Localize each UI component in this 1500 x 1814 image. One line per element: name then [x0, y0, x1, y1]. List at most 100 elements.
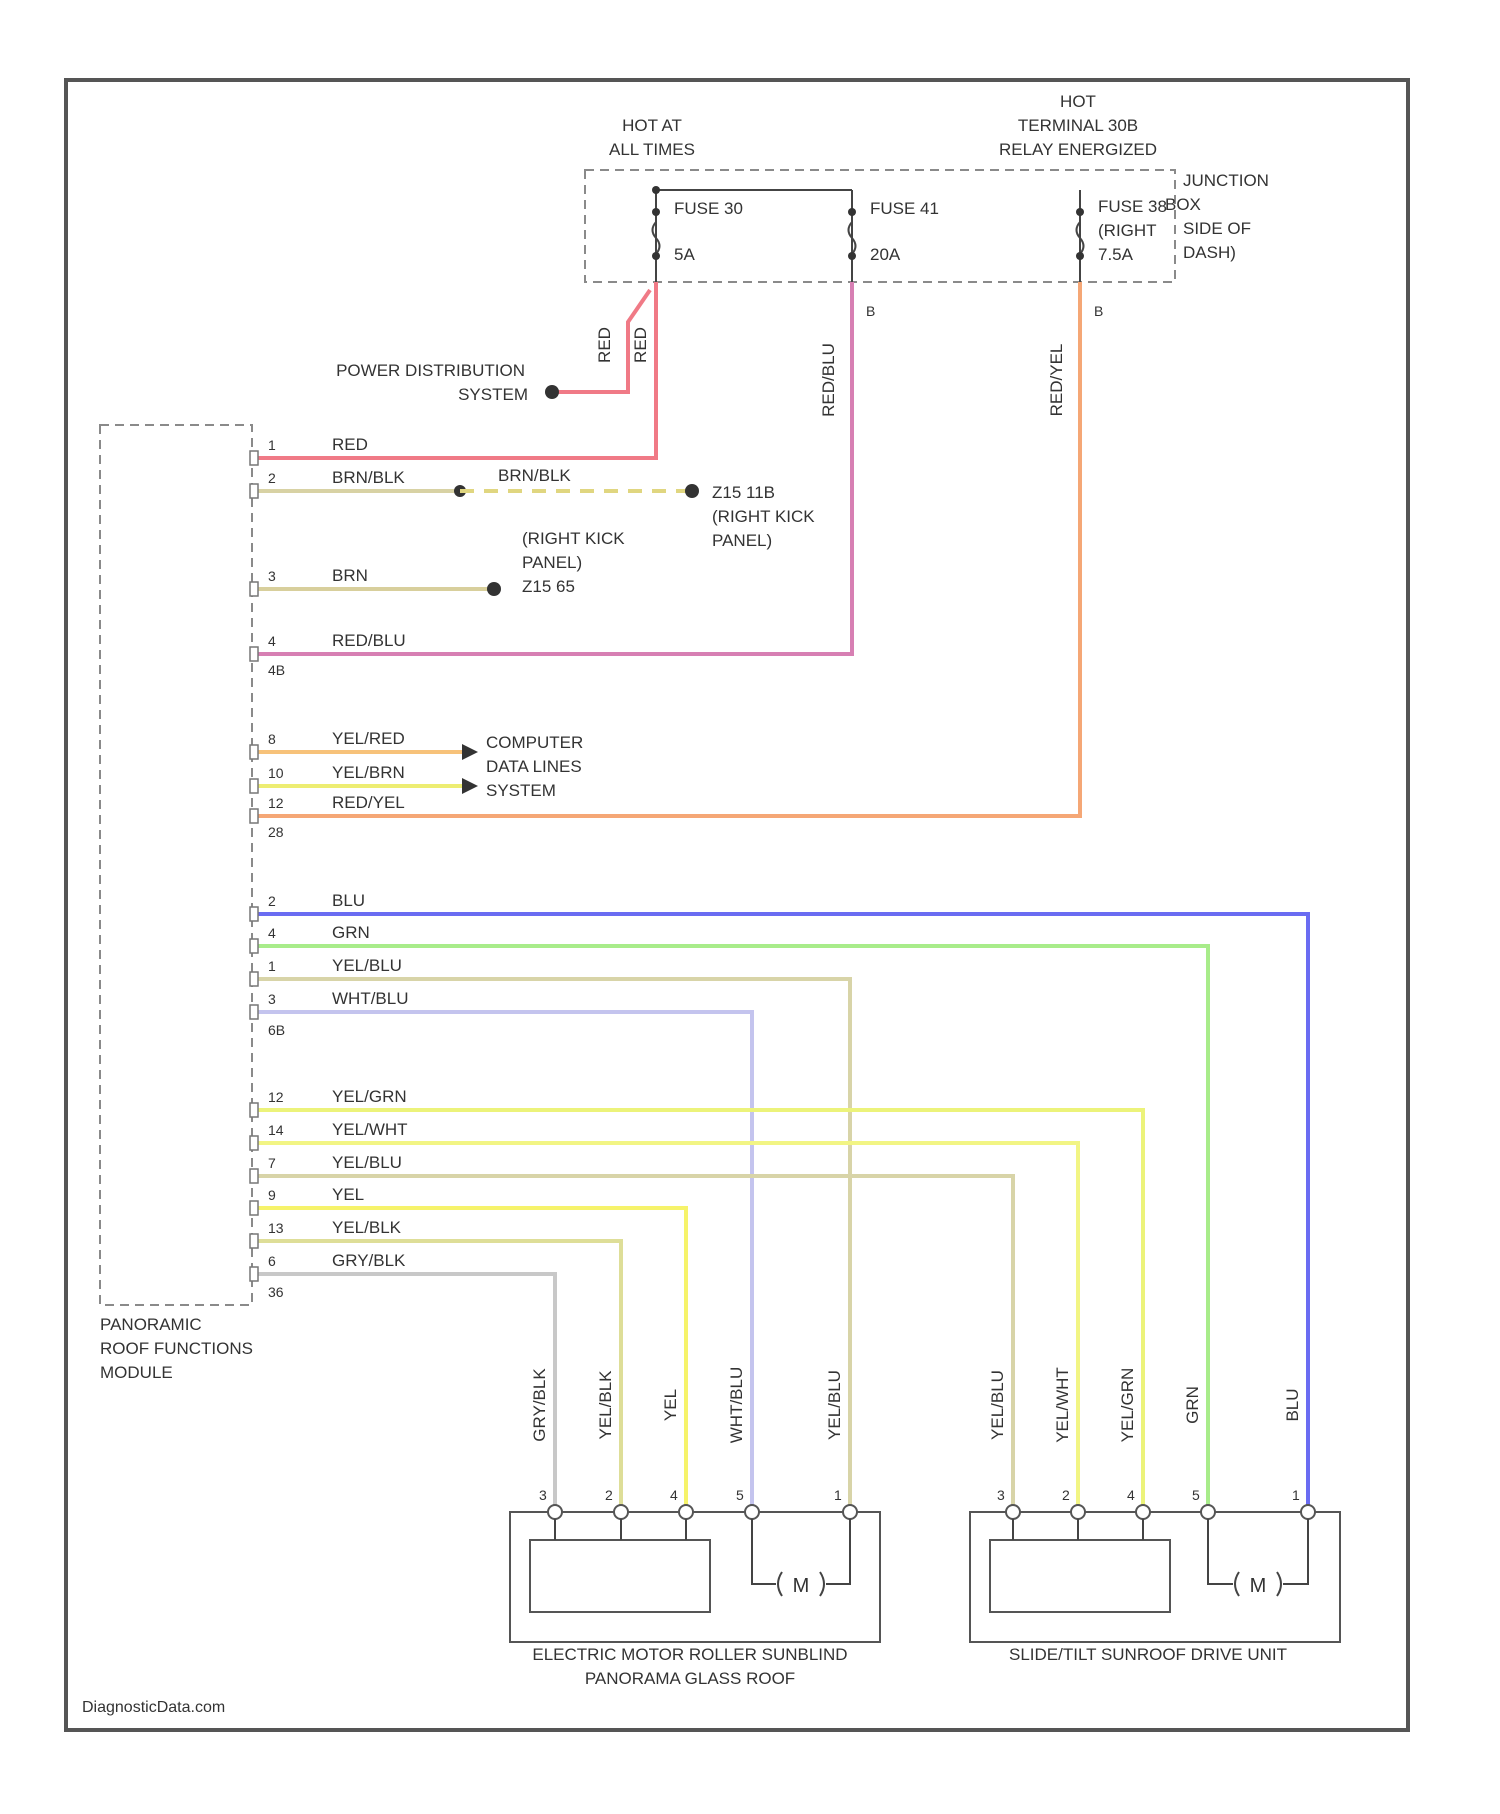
riser-label-red-a: RED [595, 327, 614, 363]
module-pin-terminal [250, 907, 258, 921]
module-pin-terminal [250, 1169, 258, 1183]
module-pin-number: 1 [268, 958, 276, 974]
module-pin-number: 9 [268, 1187, 276, 1203]
fuse-41-connector-id: B [866, 303, 875, 319]
ground-1-line-2: (RIGHT KICK [712, 507, 815, 526]
motor-pin-terminal [1006, 1505, 1020, 1519]
motor-pin-number: 4 [670, 1487, 678, 1503]
power-distribution-connector-icon [545, 385, 559, 399]
fuse-38: FUSE 38 (RIGHT 7.5A [1076, 190, 1167, 282]
motor-wire-label: YEL/BLU [988, 1370, 1007, 1440]
ground-1-label: Z15 11B (RIGHT KICK PANEL) [712, 483, 815, 550]
hot-terminal-line-3: RELAY ENERGIZED [999, 140, 1157, 159]
motor-pin-terminal [1201, 1505, 1215, 1519]
hot-label-line-1: HOT AT [622, 116, 682, 135]
module-pin-wire-color: WHT/BLU [332, 989, 409, 1008]
arrow-yel-red-icon [462, 744, 478, 760]
module-pin-terminal [250, 582, 258, 596]
connector-id-6b: 6B [268, 1022, 285, 1038]
motor-2-pins: YEL/BLU3YEL/WHT2YEL/GRN4GRN5BLU1 [988, 1367, 1315, 1540]
module-pin-wire-color: RED [332, 435, 368, 454]
module-pin-number: 3 [268, 568, 276, 584]
module-pin-wire-color: YEL/BLU [332, 1153, 402, 1172]
wire-brn-blk-continued-label: BRN/BLK [498, 466, 571, 485]
motor-2-m-icon: M [1250, 1575, 1267, 1597]
module-pin-wire-color: YEL [332, 1185, 364, 1204]
motor-pin-terminal [1136, 1505, 1150, 1519]
ground-2-line-3: Z15 65 [522, 577, 575, 596]
fuse-30-name: FUSE 30 [674, 199, 743, 218]
module-pin-number: 13 [268, 1220, 284, 1236]
motor-pin-number: 2 [605, 1487, 613, 1503]
motor-1-line-1: ELECTRIC MOTOR ROLLER SUNBLIND [532, 1645, 847, 1664]
roof-module-outline [100, 425, 252, 1305]
ground-z15-65-icon [487, 582, 501, 596]
module-pin-wire-color: BLU [332, 891, 365, 910]
motor-1-label: ELECTRIC MOTOR ROLLER SUNBLIND PANORAMA … [532, 1645, 847, 1688]
hot-terminal-label: HOT TERMINAL 30B RELAY ENERGIZED [999, 92, 1157, 159]
ground-2-line-2: PANEL) [522, 553, 582, 572]
motor-pin-terminal [679, 1505, 693, 1519]
motor-wire-label: YEL/BLK [596, 1370, 615, 1440]
riser-label-red-blu: RED/BLU [819, 343, 838, 417]
motor-1-line-2: PANORAMA GLASS ROOF [585, 1669, 795, 1688]
module-name-line-2: ROOF FUNCTIONS [100, 1339, 253, 1358]
module-pin-wire-color: YEL/BRN [332, 763, 405, 782]
motor-pin-number: 3 [997, 1487, 1005, 1503]
motor-pin-terminal [745, 1505, 759, 1519]
module-name-line-1: PANORAMIC [100, 1315, 202, 1334]
wire-yel-wht [258, 1143, 1078, 1510]
module-pin-terminal [250, 451, 258, 465]
wire-yel-blk [258, 1241, 621, 1510]
ground-1-line-3: PANEL) [712, 531, 772, 550]
fuse-41-rating: 20A [870, 245, 901, 264]
motor-wire-label: GRN [1183, 1386, 1202, 1424]
motor-wire-label: BLU [1283, 1388, 1302, 1421]
fuse-38-rating: 7.5A [1098, 245, 1134, 264]
power-distribution-label: POWER DISTRIBUTION SYSTEM [336, 361, 528, 404]
module-pin-wire-color: YEL/BLK [332, 1218, 402, 1237]
wire-gry-blk [258, 1274, 555, 1510]
arrow-yel-brn-icon [462, 778, 478, 794]
fuse-41-name: FUSE 41 [870, 199, 939, 218]
ground-z15-11b-icon [685, 484, 699, 498]
motor-2-housing [970, 1512, 1340, 1642]
module-pin-terminal [250, 972, 258, 986]
wire-blu [258, 914, 1308, 1510]
motor-2-line-1: SLIDE/TILT SUNROOF DRIVE UNIT [1009, 1645, 1287, 1664]
module-pin-terminal [250, 1103, 258, 1117]
junction-box-outline [585, 170, 1175, 282]
module-pin-number: 6 [268, 1253, 276, 1269]
computer-data-label: COMPUTER DATA LINES SYSTEM [486, 733, 583, 800]
junction-box-line-2: BOX [1165, 195, 1201, 214]
module-pin-terminal [250, 745, 258, 759]
hot-terminal-line-1: HOT [1060, 92, 1096, 111]
module-pin-number: 7 [268, 1155, 276, 1171]
power-distribution-line-1: POWER DISTRIBUTION [336, 361, 525, 380]
module-pin-number: 4 [268, 633, 276, 649]
module-pin-number: 4 [268, 925, 276, 941]
computer-data-line-2: DATA LINES [486, 757, 582, 776]
watermark: DiagnosticData.com [82, 1699, 225, 1716]
module-pin-number: 8 [268, 731, 276, 747]
module-pin-terminal [250, 1136, 258, 1150]
module-pin-terminal [250, 939, 258, 953]
module-pin-terminal [250, 1267, 258, 1281]
module-pin-number: 10 [268, 765, 284, 781]
motor-pin-terminal [548, 1505, 562, 1519]
fuse-30: FUSE 30 5A [652, 186, 743, 282]
motor-wire-label: YEL/GRN [1118, 1368, 1137, 1443]
motor-1-module-box [530, 1540, 710, 1612]
module-pin-number: 2 [268, 893, 276, 909]
junction-box-line-3: SIDE OF [1183, 219, 1251, 238]
hot-at-all-times-label: HOT AT ALL TIMES [609, 116, 695, 159]
module-pin-wire-color: RED/BLU [332, 631, 406, 650]
connector-id-4b: 4B [268, 662, 285, 678]
motor-pin-number: 5 [736, 1487, 744, 1503]
module-pin-number: 1 [268, 437, 276, 453]
module-pin-number: 12 [268, 795, 284, 811]
fuse-38-extra: (RIGHT [1098, 221, 1157, 240]
motor-pin-number: 3 [539, 1487, 547, 1503]
